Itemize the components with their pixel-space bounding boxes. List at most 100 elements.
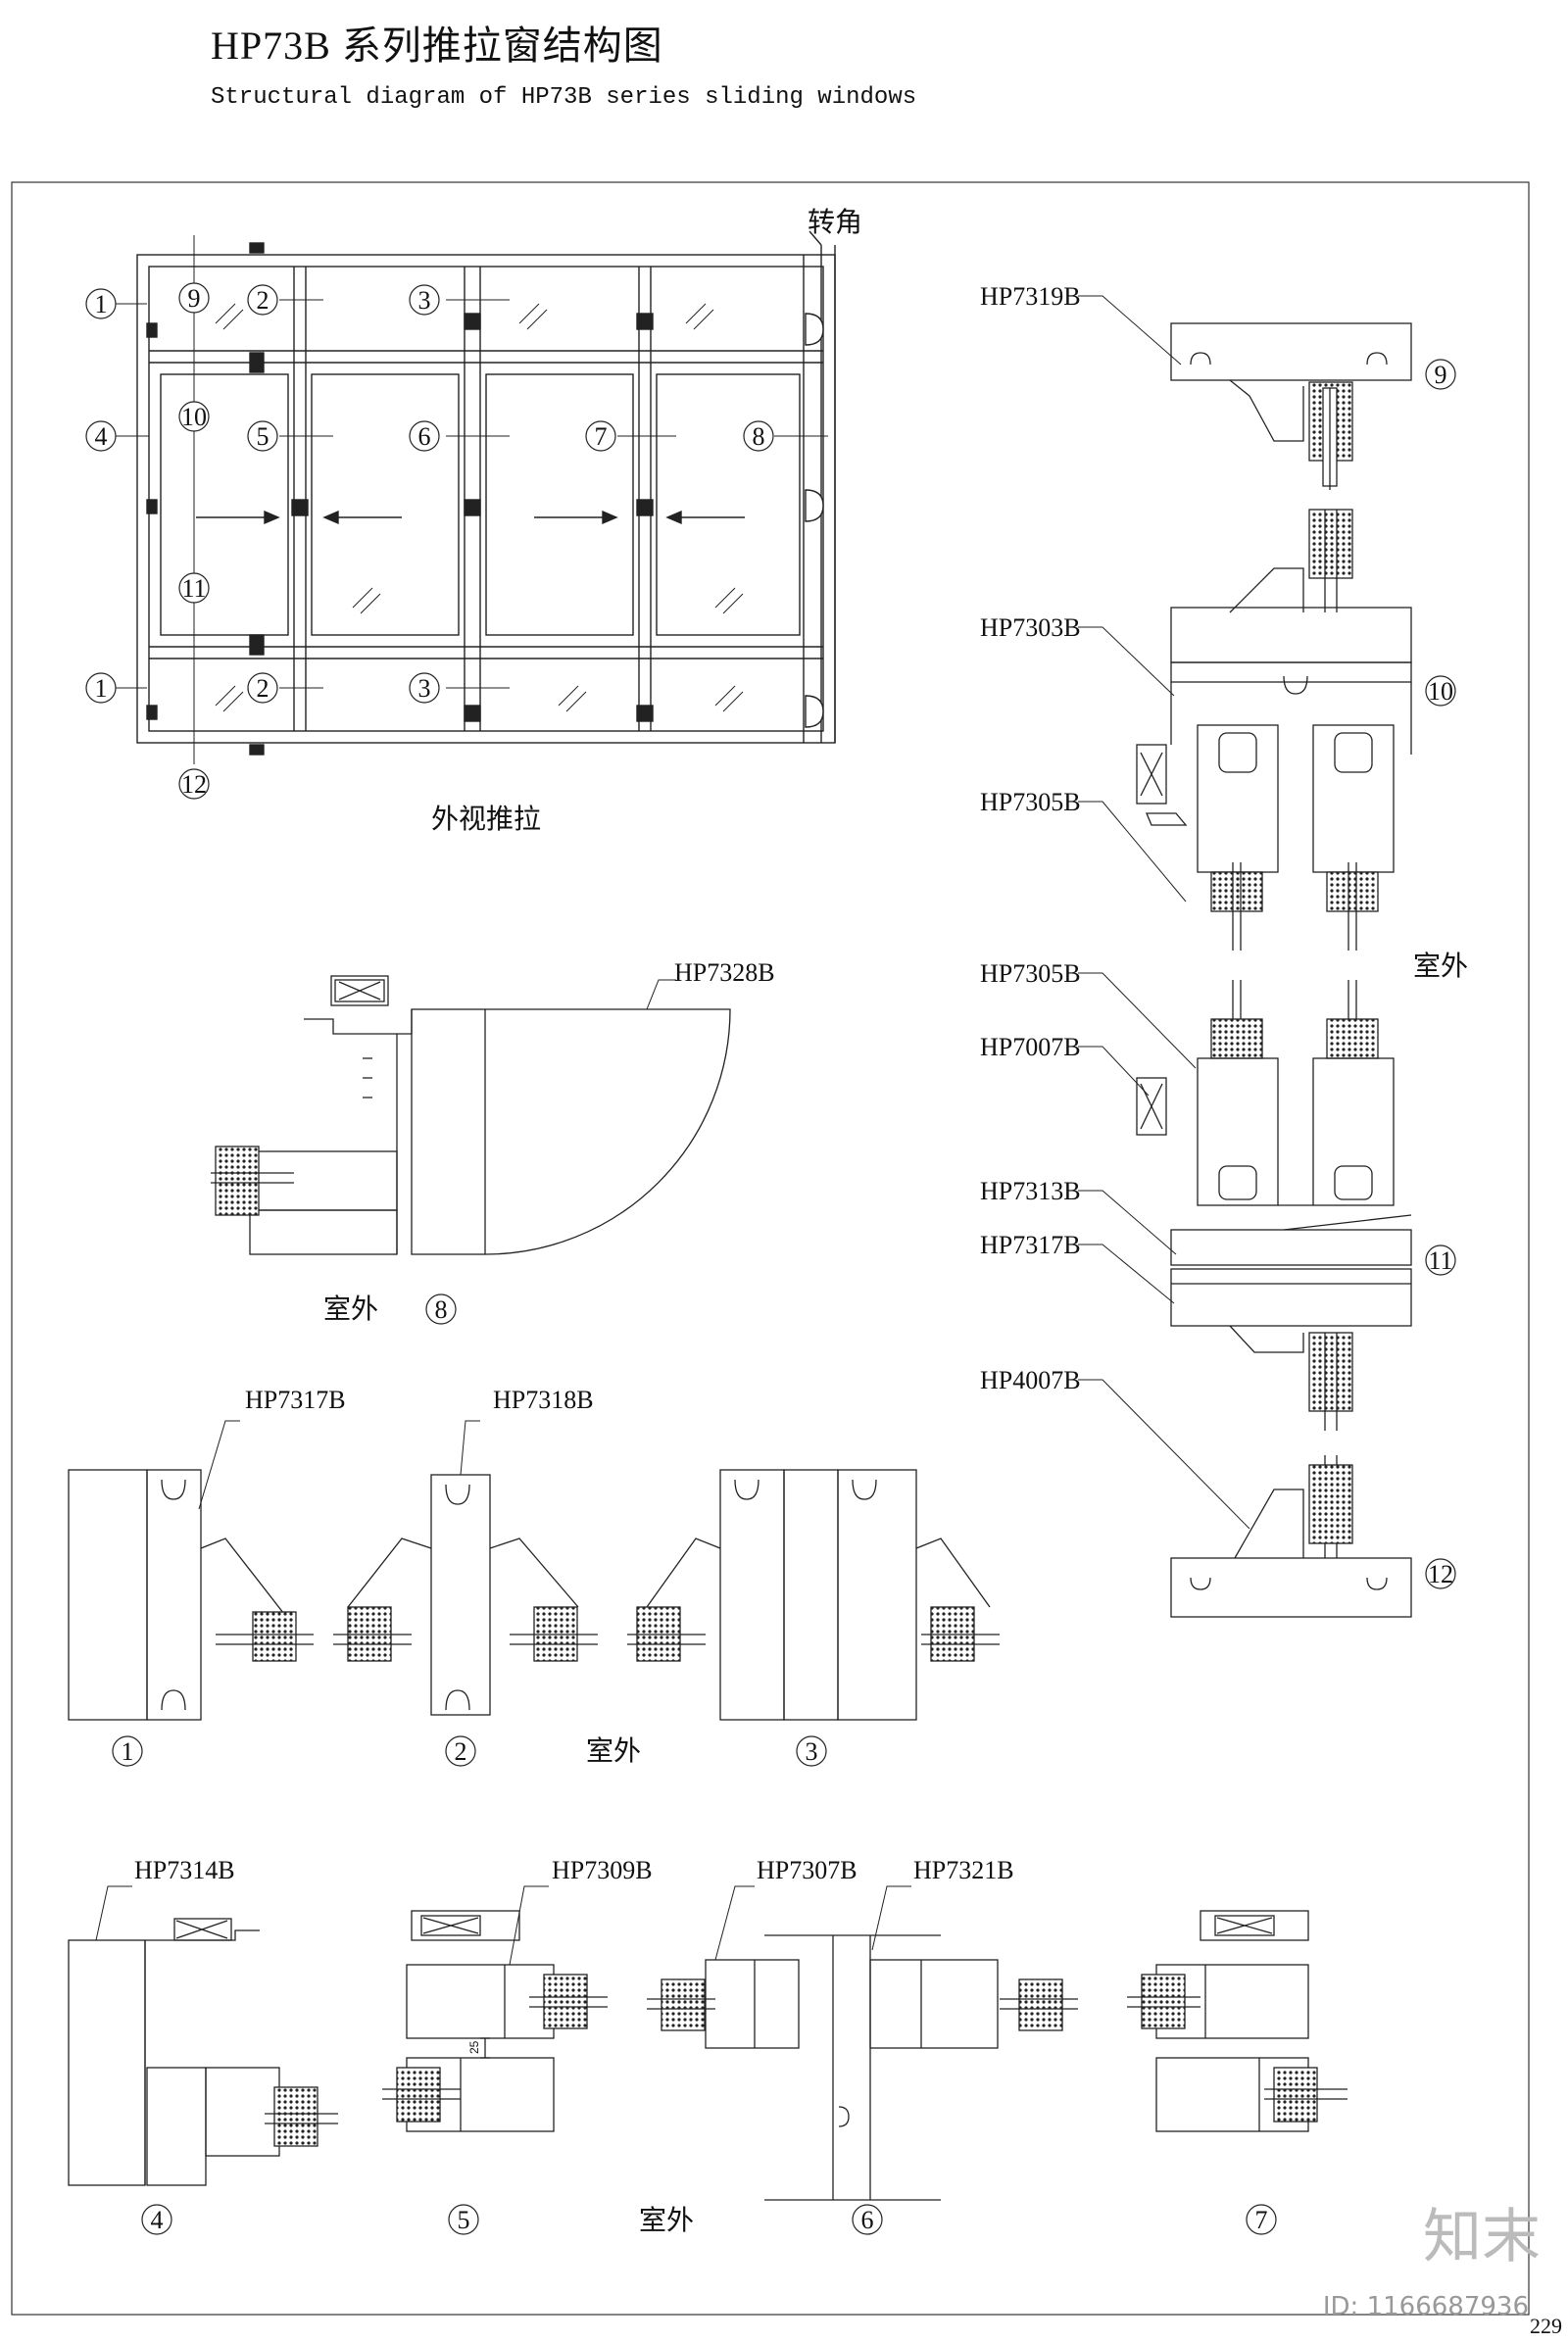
outside-label-8: 室外 [323,1293,378,1325]
leader-hp7307b [714,1885,755,1961]
section-3 [627,1469,1000,1721]
image-id: ID: 1166687936 [1322,2292,1529,2321]
marker-circle [448,2204,479,2235]
label-hp7314b: HP7314B [134,1856,235,1884]
leader-hp7317b-mid [198,1420,240,1510]
page-number: 229 [1530,2314,1562,2338]
label-hp7007b: HP7007B [980,1033,1081,1061]
section-5 [382,1910,608,2132]
label-hp7317b-mid: HP7317B [245,1386,346,1414]
marker-6: 6 [418,422,431,451]
section-label-3: 3 [806,1737,818,1766]
marker-circle [585,420,616,452]
section-11 [1136,980,1412,1431]
marker-circle [247,420,278,452]
marker-9: 9 [188,284,201,313]
section-12 [1170,1455,1412,1618]
marker-circle [247,284,278,316]
marker-circle [178,401,210,432]
window-elevation [113,230,836,764]
label-hp7318b: HP7318B [493,1386,594,1414]
corner-label: 转角 [808,206,862,238]
leader-hp7318b [460,1420,480,1476]
section-label-7: 7 [1255,2206,1268,2234]
marker-4: 4 [95,422,108,451]
marker-1a: 1 [95,290,108,318]
label-hp7303b: HP7303B [980,613,1081,642]
dimension-25: 25 [467,2040,481,2054]
marker-circle [141,2204,172,2235]
elevation-caption: 外视推拉 [431,803,541,835]
marker-circle [409,284,440,316]
section-label-8: 8 [435,1295,448,1324]
leader-hp7314b [95,1885,132,1941]
section-9 [1170,322,1412,490]
marker-circle [85,288,117,319]
section-label-1: 1 [122,1737,134,1766]
marker-11: 11 [181,574,206,603]
section-label-10: 10 [1428,677,1453,706]
label-hp7313b: HP7313B [980,1177,1081,1205]
marker-circle [112,1735,143,1767]
marker-circle [1425,1245,1456,1276]
marker-7: 7 [595,422,608,451]
marker-circle [1425,359,1456,390]
marker-circle [247,672,278,704]
section-label-12: 12 [1428,1560,1453,1588]
section-7 [1127,1910,1348,2132]
marker-12: 12 [181,770,207,799]
label-hp7307b: HP7307B [757,1856,858,1884]
label-hp7309b: HP7309B [552,1856,653,1884]
marker-circle [1425,1558,1456,1589]
marker-2b: 2 [257,674,270,703]
section-label-11: 11 [1428,1246,1452,1275]
section-6 [647,1934,1078,2201]
outside-label-4567: 室外 [639,2204,694,2236]
drawing-border [11,181,1530,2316]
marker-circle [445,1735,476,1767]
section-4 [68,1918,338,2186]
watermark-logo: 知末 [1423,2203,1541,2271]
marker-circle [852,2204,883,2235]
marker-circle [409,420,440,452]
outside-label-123: 室外 [586,1734,641,1767]
section-8 [211,975,731,1255]
marker-circle [409,672,440,704]
marker-circle [743,420,774,452]
section-label-2: 2 [455,1737,467,1766]
label-hp7305b-b: HP7305B [980,959,1081,988]
marker-2a: 2 [257,286,270,315]
leader-hp7321b [871,1885,911,1951]
outside-label-right: 室外 [1413,950,1468,982]
marker-circle [425,1294,457,1325]
section-label-6: 6 [861,2206,874,2234]
marker-circle [178,768,210,800]
marker-3b: 3 [418,674,431,703]
marker-circle [85,420,117,452]
marker-8: 8 [753,422,765,451]
label-hp7317b-r: HP7317B [980,1231,1081,1259]
section-label-9: 9 [1435,361,1447,389]
leader-hp7328b [646,979,676,1010]
label-hp4007b: HP4007B [980,1366,1081,1394]
section-label-4: 4 [151,2206,164,2234]
page-title-cn: HP73B 系列推拉窗结构图 [211,24,663,68]
marker-circle [178,282,210,314]
label-hp7305b-a: HP7305B [980,788,1081,816]
marker-10: 10 [181,403,207,431]
page-title-en: Structural diagram of HP73B series slidi… [211,84,917,111]
label-hp7319b: HP7319B [980,282,1081,311]
marker-circle [796,1735,827,1767]
marker-circle [85,672,117,704]
marker-circle [178,572,210,604]
marker-5: 5 [257,422,270,451]
section-10 [1136,509,1412,951]
label-hp7321b: HP7321B [913,1856,1014,1884]
label-hp7328b: HP7328B [674,958,775,987]
marker-1b: 1 [95,674,108,703]
elevation-markers [85,282,774,800]
marker-3a: 3 [418,286,431,315]
section-1 [68,1469,314,1721]
section-2 [333,1474,598,1716]
